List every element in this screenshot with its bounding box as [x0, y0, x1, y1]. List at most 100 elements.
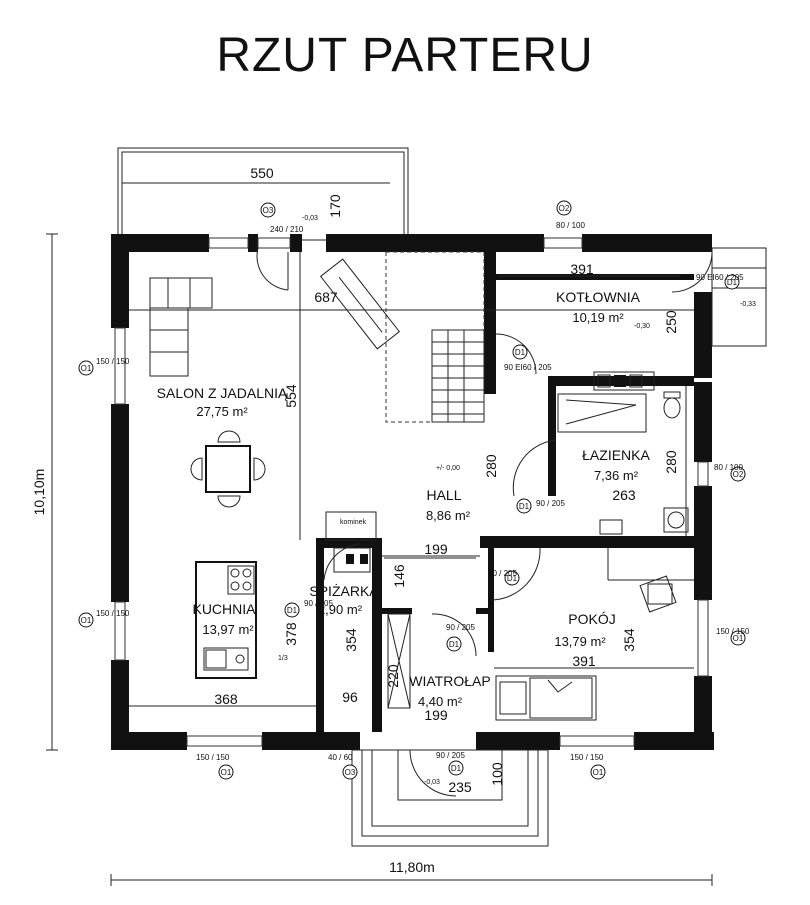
dim-terrace-width: 550 — [250, 165, 274, 181]
room-name-kuchnia: KUCHNIA — [192, 601, 256, 617]
tag-o2-lazienka-code: O2 — [733, 470, 744, 479]
tag-d1-spizarka-size: 90 / 205 — [304, 599, 333, 608]
tag-d1-entry-code: D1 — [451, 764, 462, 773]
tag-o1-pokoj-code: O1 — [733, 634, 744, 643]
tag-d1-wiatrolap-size: 90 / 205 — [446, 623, 475, 632]
room-name-pokoj: POKÓJ — [568, 611, 615, 627]
door-swings — [256, 247, 713, 797]
room-name-kotlownia: KOTŁOWNIA — [556, 289, 641, 305]
entrance-steps — [351, 749, 549, 847]
tag-d1-side-code: D1 — [727, 278, 738, 287]
dim-spizarka-width: 96 — [342, 689, 358, 705]
room-area-kuchnia: 13,97 m² — [202, 622, 254, 637]
dim-hall-depth: 280 — [483, 454, 499, 478]
room-area-pokoj: 13,79 m² — [554, 634, 606, 649]
dim-salon-width: 687 — [314, 289, 338, 305]
tag-o2-lazienka: O2 80 / 100 — [714, 463, 746, 482]
room-name-lazienka: ŁAZIENKA — [582, 447, 650, 463]
level-kotlownia: -0,30 — [634, 323, 650, 330]
level-terrace: -0,03 — [302, 215, 318, 222]
tag-d1-side-size: 90 EI60 / 205 — [696, 273, 744, 282]
tag-o3-top: O3 240 / 210 — [260, 202, 304, 234]
dim-kotlownia-width: 391 — [570, 261, 594, 277]
level-hall: +/- 0,00 — [436, 465, 460, 472]
tag-o1-salon-code: O1 — [81, 364, 92, 373]
flue-label: 1/3 — [278, 655, 288, 662]
tag-d1-spizarka: D1 90 / 205 — [284, 599, 333, 618]
bed — [495, 675, 597, 721]
dim-entry-width: 235 — [448, 779, 472, 795]
staircase — [319, 251, 485, 423]
room-area-salon: 27,75 m² — [196, 404, 248, 419]
room-area-hall: 8,86 m² — [426, 508, 471, 523]
room-area-spizarka: 2,90 m² — [318, 602, 363, 617]
level-entry: -0,03 — [424, 779, 440, 786]
dim-total-depth: 10,10m — [31, 469, 47, 516]
tag-o2-lazienka-size: 80 / 100 — [714, 463, 743, 472]
tag-o1-kuchnia-size: 150 / 150 — [96, 609, 130, 618]
room-name-hall: HALL — [426, 487, 461, 503]
exterior-walls — [111, 234, 714, 750]
dim-hall-width: 199 — [424, 541, 448, 557]
side-entry-steps — [711, 247, 767, 347]
tag-o1-salon-size: 150 / 150 — [96, 357, 130, 366]
tag-o1-kuchnia-code: O1 — [81, 616, 92, 625]
sofa — [149, 277, 213, 377]
dim-lazienka-depth: 280 — [663, 450, 679, 474]
bathroom-fixtures — [557, 371, 689, 535]
tag-o3-bottom-size: 40 / 60 — [328, 753, 353, 762]
room-area-wiatrolap: 4,40 m² — [418, 694, 463, 709]
tag-d1-lazienka-size: 90 / 205 — [536, 499, 565, 508]
tag-o1-bottom-left: O1 150 / 150 — [196, 753, 234, 780]
tag-o2-top-size: 80 / 100 — [556, 221, 585, 230]
dim-total-width: 11,80m — [389, 859, 435, 875]
wiatrolap-wardrobe — [387, 613, 411, 709]
level-side-entry: -0,33 — [740, 301, 756, 308]
windows — [114, 237, 709, 747]
plan-title: RZUT PARTERU — [216, 29, 594, 82]
dim-kotlownia-depth: 250 — [663, 310, 679, 334]
room-area-lazienka: 7,36 m² — [594, 468, 639, 483]
tag-o2-top: O2 80 / 100 — [556, 200, 585, 230]
room-name-salon: SALON Z JADALNIĄ — [157, 385, 288, 401]
dim-kuchnia-width: 368 — [214, 691, 238, 707]
tag-o1-salon: O1 150 / 150 — [78, 357, 130, 376]
tag-o1-bottom-right-code: O1 — [593, 768, 604, 777]
tag-d1-lazienka-code: D1 — [519, 502, 530, 511]
dim-terrace-depth: 170 — [327, 194, 343, 218]
tag-o3-top-size: 240 / 210 — [270, 225, 304, 234]
dim-entry-depth: 100 — [489, 762, 505, 786]
room-area-kotlownia: 10,19 m² — [572, 310, 624, 325]
fireplace — [325, 511, 377, 573]
tag-d1-pokoj-size: 90 / 205 — [488, 569, 517, 578]
tag-d1-entry-size: 90 / 205 — [436, 751, 465, 760]
terrace — [117, 147, 409, 241]
dim-wiatrolap-width: 199 — [424, 707, 448, 723]
dim-lazienka-width: 263 — [612, 487, 636, 503]
tag-d1-kotlownia: D1 90 EI60 / 205 — [504, 344, 552, 372]
dim-pokoj-width: 391 — [572, 653, 596, 669]
tag-d1-wiatrolap: D1 90 / 205 — [446, 623, 475, 652]
tag-o1-pokoj-size: 150 / 150 — [716, 627, 750, 636]
tag-o1-kuchnia: O1 150 / 150 — [78, 609, 130, 628]
tag-d1-spizarka-code: D1 — [287, 606, 298, 615]
tag-d1-wiatrolap-code: D1 — [449, 640, 460, 649]
fireplace-label: kominek — [340, 519, 367, 526]
tag-d1-side: D1 90 EI60 / 205 — [696, 273, 744, 290]
dim-wiatrolap-depth: 220 — [385, 664, 401, 688]
tag-o1-bottom-left-size: 150 / 150 — [196, 753, 230, 762]
desk — [639, 575, 677, 613]
partitions — [129, 309, 694, 707]
dining-table — [190, 430, 266, 508]
tag-d1-entry: D1 90 / 205 — [436, 751, 465, 776]
tag-d1-kotlownia-code: D1 — [515, 348, 526, 357]
dim-kuchnia-depth: 378 — [283, 622, 299, 646]
tag-o1-bottom-left-code: O1 — [221, 768, 232, 777]
tag-o3-bottom-code: O3 — [345, 768, 356, 777]
dim-spizarka-depth-2: 354 — [343, 628, 359, 652]
tag-o2-top-code: O2 — [559, 204, 570, 213]
tag-o1-pokoj: O1 150 / 150 — [716, 627, 750, 646]
tag-d1-pokoj: D1 90 / 205 — [488, 569, 520, 586]
dim-salon-depth: 554 — [283, 384, 299, 408]
